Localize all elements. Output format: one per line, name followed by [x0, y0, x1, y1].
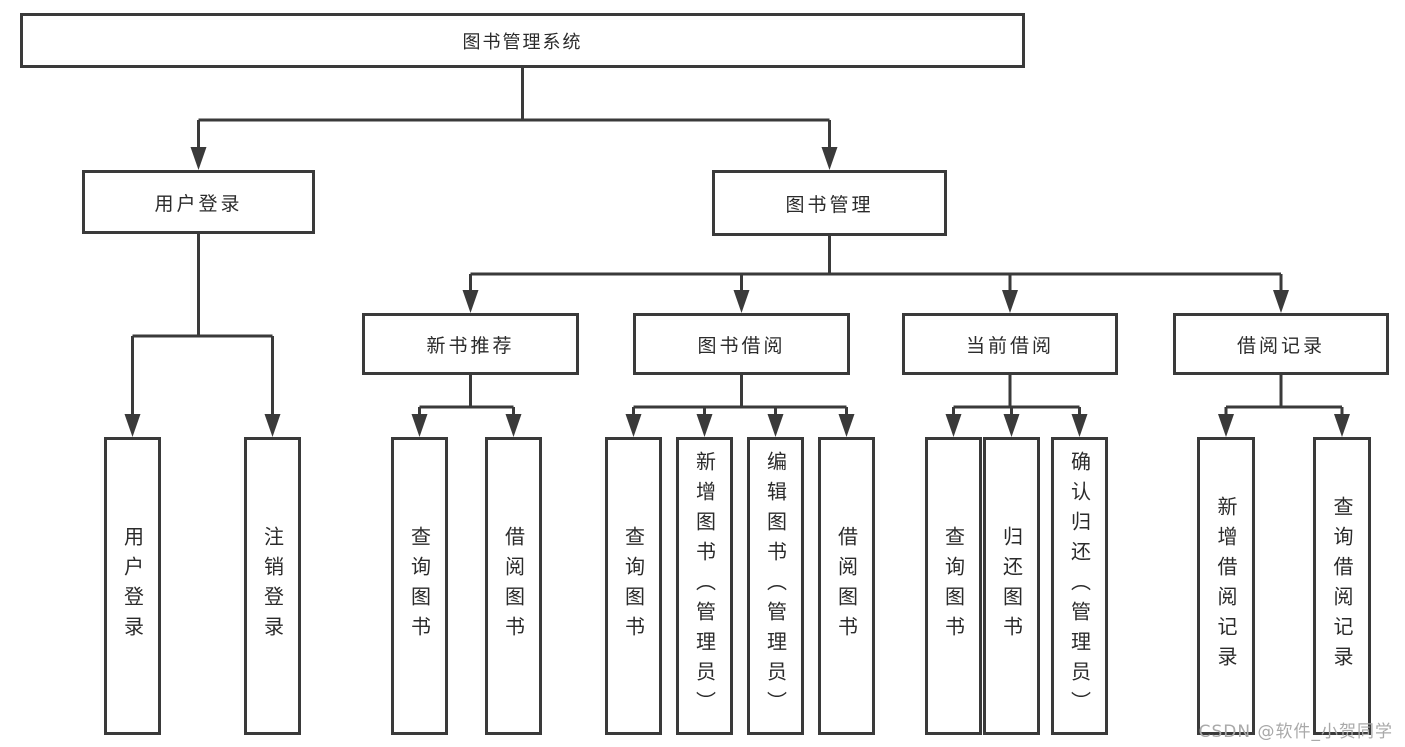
node-label: 新书推荐 — [426, 334, 515, 357]
node-user-login: 用户登录 — [82, 170, 315, 234]
leaf-label: 借阅图书 — [501, 526, 526, 646]
leaf-query-borrow-record: 查询借阅记录 — [1313, 437, 1371, 735]
node-label: 当前借阅 — [965, 334, 1054, 357]
node-label: 图书管理系统 — [462, 31, 583, 53]
node-book-borrow: 图书借阅 — [633, 313, 850, 375]
leaf-label: 查询借阅记录 — [1330, 496, 1354, 676]
leaf-label: 新增图书（管理员） — [692, 451, 717, 721]
leaf-add-books-admin: 新增图书（管理员） — [676, 437, 733, 735]
leaf-label: 用户登录 — [120, 526, 145, 646]
leaf-borrow-books-recommend: 借阅图书 — [485, 437, 542, 735]
leaf-label: 注销登录 — [260, 526, 285, 646]
leaf-edit-books-admin: 编辑图书（管理员） — [747, 437, 804, 735]
leaf-label: 新增借阅记录 — [1214, 496, 1238, 676]
leaf-logout: 注销登录 — [244, 437, 301, 735]
leaf-label: 借阅图书 — [834, 526, 859, 646]
leaf-query-books-current: 查询图书 — [925, 437, 982, 735]
node-label: 图书借阅 — [697, 334, 786, 357]
node-borrow-records: 借阅记录 — [1173, 313, 1389, 375]
leaf-label: 归还图书 — [999, 526, 1024, 646]
leaf-add-borrow-record: 新增借阅记录 — [1197, 437, 1255, 735]
node-book-management: 图书管理 — [712, 170, 947, 236]
leaf-query-books-borrow: 查询图书 — [605, 437, 662, 735]
node-current-borrow: 当前借阅 — [902, 313, 1118, 375]
leaf-label: 确认归还（管理员） — [1067, 451, 1092, 721]
leaf-user-login: 用户登录 — [104, 437, 161, 735]
leaf-label: 查询图书 — [941, 526, 966, 646]
leaf-label: 查询图书 — [407, 526, 432, 646]
leaf-query-books-recommend: 查询图书 — [391, 437, 448, 735]
node-label: 借阅记录 — [1236, 334, 1325, 357]
node-label: 用户登录 — [154, 192, 243, 215]
leaf-borrow-books: 借阅图书 — [818, 437, 875, 735]
csdn-watermark: CSDN @软件_小贺同学 — [1198, 722, 1393, 742]
node-new-book-recommend: 新书推荐 — [362, 313, 579, 375]
leaf-label: 查询图书 — [621, 526, 646, 646]
leaf-label: 编辑图书（管理员） — [763, 451, 788, 721]
leaf-confirm-return-admin: 确认归还（管理员） — [1051, 437, 1108, 735]
leaf-return-books: 归还图书 — [983, 437, 1040, 735]
node-library-management-system: 图书管理系统 — [20, 13, 1025, 68]
node-label: 图书管理 — [785, 193, 874, 216]
